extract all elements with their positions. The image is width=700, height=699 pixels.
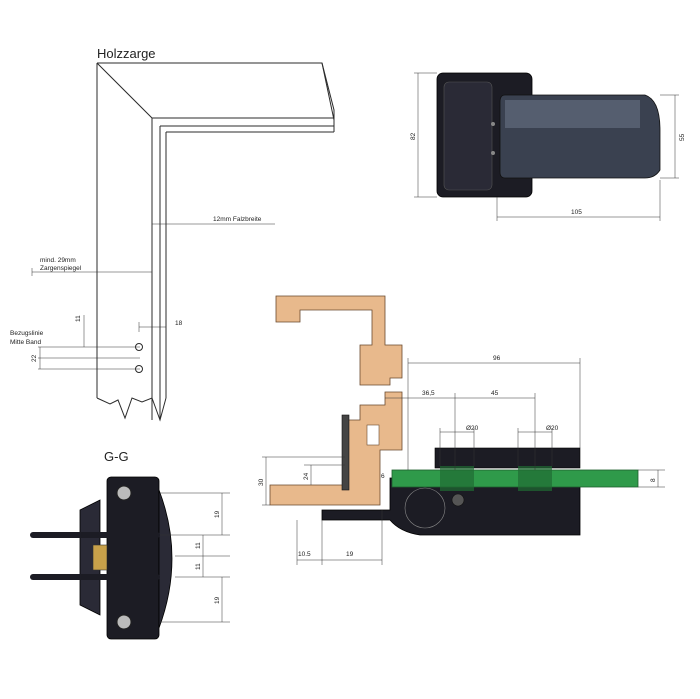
section-title: G-G xyxy=(104,449,129,464)
dim-overall: 96 xyxy=(493,355,501,362)
hole-2: Ø20 xyxy=(546,425,559,432)
hinge-pivot-arc xyxy=(404,487,446,529)
product-view: 82 55 105 xyxy=(410,72,686,221)
mirror-dim-line xyxy=(31,268,153,276)
assembly-dim-glass xyxy=(638,469,665,488)
screw-hole-upper xyxy=(135,343,143,351)
wood-frame-lower xyxy=(269,391,403,506)
assembly-dim-24 xyxy=(304,464,345,485)
frame-inner-lines xyxy=(151,117,334,420)
section-left-block xyxy=(79,499,101,616)
wood-recess xyxy=(366,424,380,446)
rebate-label: 12mm Falzbreite xyxy=(213,216,262,223)
frame-outer-line xyxy=(96,62,335,398)
assembly-dim-overall xyxy=(407,358,581,470)
screw-bottom-icon xyxy=(116,614,132,630)
dim-18: 18 xyxy=(175,320,183,327)
assembly-dim-offsets xyxy=(385,393,536,470)
dim-length: 105 xyxy=(571,209,582,216)
glass-panel xyxy=(391,469,639,488)
frame-title: Holzzarge xyxy=(97,46,156,61)
assembly-dim-30 xyxy=(262,456,345,506)
barrel-dim-line xyxy=(660,94,679,179)
glass-hole-1 xyxy=(440,466,474,491)
mirror-label-2: Zargenspiegel xyxy=(40,265,82,272)
reference-dim-lines xyxy=(38,315,140,370)
reference-label-2: Mitte Band xyxy=(10,339,41,346)
section-dim-lines xyxy=(160,492,230,623)
dim-height: 82 xyxy=(410,132,417,140)
height-dim-line xyxy=(414,72,437,198)
hole-1: Ø20 xyxy=(466,425,479,432)
dim-22: 22 xyxy=(31,354,38,362)
dim-barrel: 55 xyxy=(679,133,686,141)
section-body xyxy=(106,476,160,640)
barrel-highlight xyxy=(505,100,640,128)
dim-glass: 8 xyxy=(650,478,657,482)
dim-10-5: 10.5 xyxy=(298,551,311,558)
assembly-dim-bottom xyxy=(296,510,383,565)
pin-upper xyxy=(30,532,160,538)
clamp-plate xyxy=(434,447,581,469)
screw-hole-lower xyxy=(135,365,143,373)
clamp-screw-icon xyxy=(451,493,465,507)
frame-drawing: Holzzarge 12mm Falzbreite mind. 29mm Zar… xyxy=(10,46,335,422)
plate-screw-lower xyxy=(491,151,495,155)
section-curve xyxy=(158,489,173,629)
dim-6: 6 xyxy=(381,473,385,480)
section-insert xyxy=(92,544,108,571)
dim-offset-1: 36,5 xyxy=(422,390,435,397)
hinge-plate-face xyxy=(443,81,493,191)
gg-dim-mid-lower: 11 xyxy=(195,563,202,570)
dim-18-line xyxy=(138,322,166,332)
glass-hole-2 xyxy=(518,466,552,491)
dim-24: 24 xyxy=(303,472,310,480)
section-gg: G-G 19 11 11 19 xyxy=(30,449,230,640)
gg-dim-top: 19 xyxy=(214,510,221,518)
frame-break-line xyxy=(96,397,167,422)
pin-lower xyxy=(30,574,160,580)
reference-label-1: Bezugslinie xyxy=(10,330,44,337)
mirror-label-1: mind. 29mm xyxy=(40,257,76,264)
assembly-dim-holes xyxy=(439,428,553,466)
gg-dim-bottom: 19 xyxy=(214,596,221,604)
dim-offset-2: 45 xyxy=(491,390,499,397)
frame-top-edge xyxy=(321,62,335,132)
length-dim-line xyxy=(496,180,661,221)
rebate-dim-line xyxy=(151,220,275,228)
screw-top-icon xyxy=(116,485,132,501)
dim-19: 19 xyxy=(346,551,354,558)
wood-frame-upper xyxy=(275,295,403,386)
assembly-section: 96 36,5 45 Ø20 Ø20 8 30 24 6 10.5 19 xyxy=(258,295,665,565)
dim-11: 11 xyxy=(75,315,82,322)
gg-dim-mid-upper: 11 xyxy=(195,542,202,549)
dim-30: 30 xyxy=(258,478,265,486)
plate-screw-upper xyxy=(491,122,495,126)
mounting-bolt xyxy=(341,414,350,491)
